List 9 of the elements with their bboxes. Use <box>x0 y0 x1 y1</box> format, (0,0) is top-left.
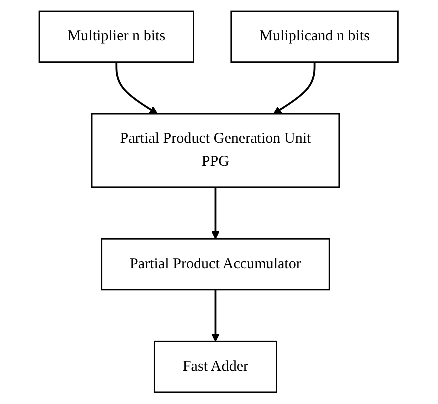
arrow <box>116 62 158 114</box>
node-box: Partial Product Generation Unit PPG <box>91 113 340 188</box>
node-box: Fast Adder <box>154 340 278 394</box>
arrow <box>212 187 220 240</box>
node-box: Multiplier n bits <box>38 10 195 64</box>
node-box: Muliplicand n bits <box>230 10 400 64</box>
node-box: Partial Product Accumulator <box>101 238 330 291</box>
arrow <box>274 62 316 114</box>
arrow <box>212 290 220 342</box>
